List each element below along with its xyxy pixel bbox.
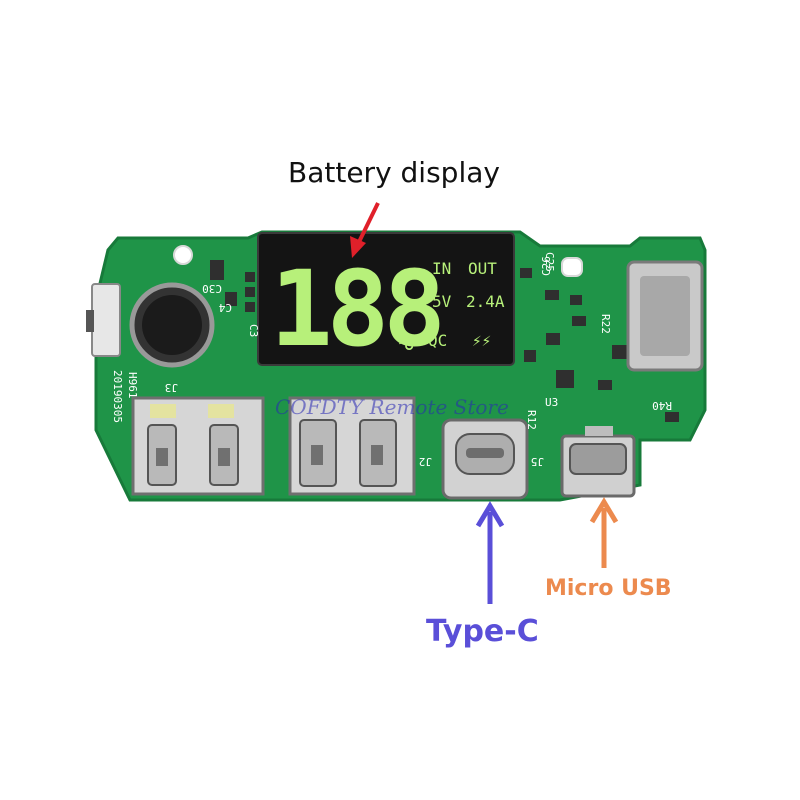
lcd-digits: 188 [270,248,440,370]
micro-usb-label: Micro USB [545,576,672,601]
lcd-out-label: OUT [468,259,497,278]
silk-u3: U3 [545,396,558,409]
silk-c3: C3 [247,324,260,337]
silk-model: H961 [126,372,139,399]
mount-hole [173,245,193,265]
silk-c4: C4 [218,301,232,314]
battery-display-label: Battery display [288,156,500,189]
silk-j3: J3 [165,381,178,394]
type-c-port [441,418,529,500]
side-switch [91,283,121,357]
silk-j2: J2 [419,455,432,468]
usb-a-port-left [131,396,265,496]
silk-c30: C30 [202,282,222,295]
silk-r12: R12 [525,410,538,430]
silk-c25: C25 [543,252,556,272]
red-arrow [350,202,380,258]
lcd-current: 2.4A [466,292,505,311]
silk-c26: C26 [540,256,553,276]
lcd-display [257,232,515,366]
blue-arrow [475,501,505,604]
silk-r40: R40 [652,399,672,412]
usb-a-port-middle [288,396,416,496]
lcd-voltage: 5V [432,292,452,311]
lcd-percent: % [398,327,414,357]
micro-usb-port [560,426,636,498]
orange-arrow [589,497,619,568]
lightning-icon: ⚡⚡ [472,331,491,350]
mount-hole [561,257,583,277]
silk-j5: J5 [531,455,544,468]
lcd-in-label: IN [432,259,451,278]
store-watermark: COFDTY Remote Store [275,395,509,419]
silk-r22: R22 [599,314,612,334]
silk-date-code: 20190305 [111,370,124,423]
lcd-qc: QC [428,331,447,350]
silk-j1: J1 [641,443,654,456]
type-c-label: Type-C [426,614,539,649]
